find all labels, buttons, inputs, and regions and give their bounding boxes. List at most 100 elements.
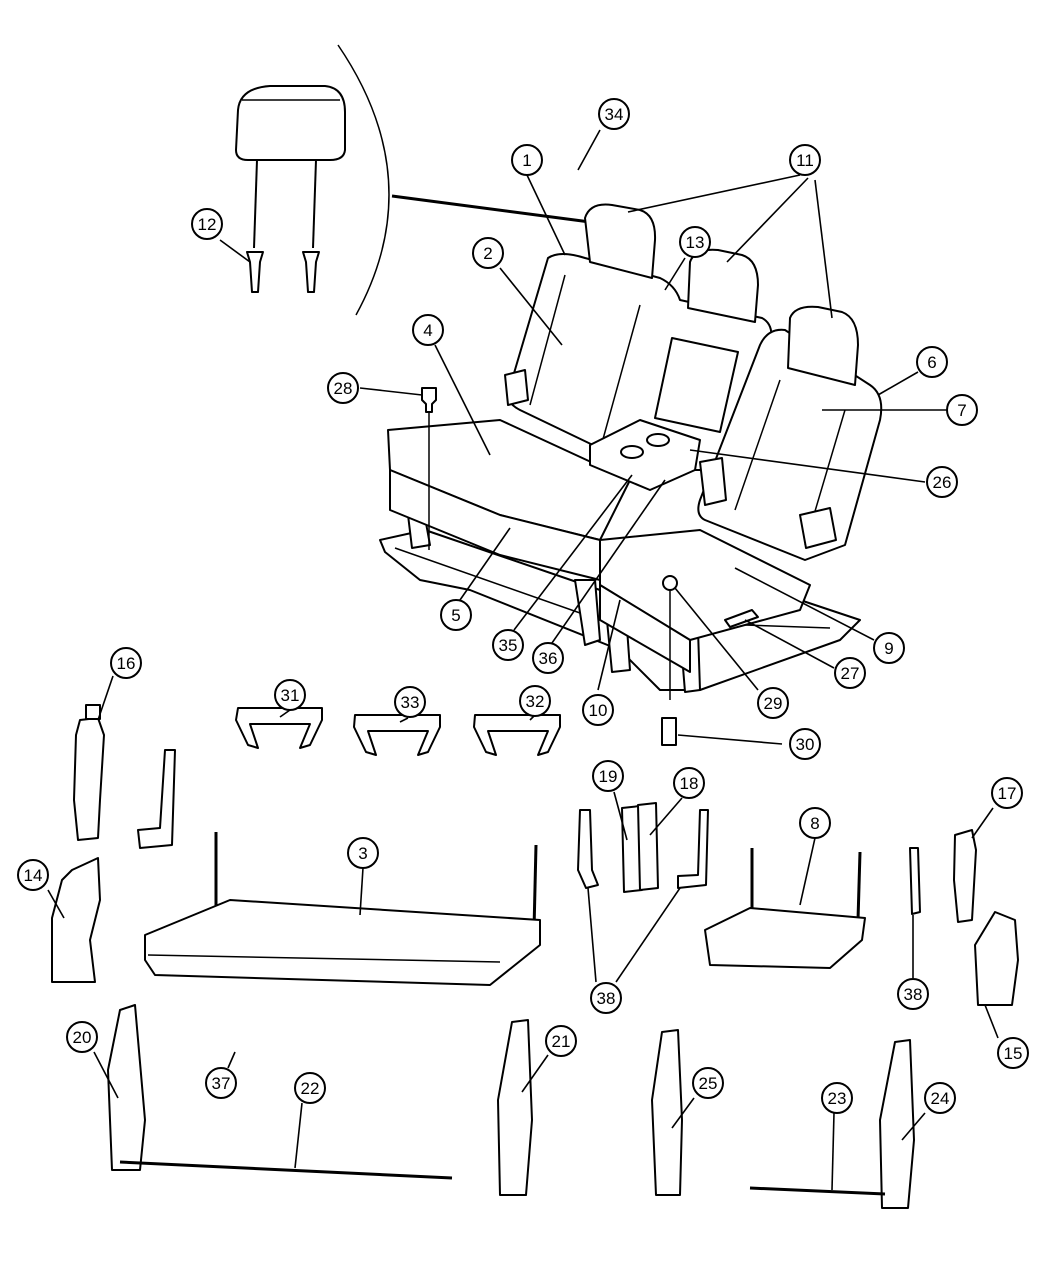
callout-25: 25 [692, 1067, 724, 1099]
callout-23: 23 [821, 1082, 853, 1114]
callout-circle [582, 694, 614, 726]
callout-circle [924, 1082, 956, 1114]
callout-2: 2 [472, 237, 504, 269]
callout-label: 12 [198, 215, 217, 234]
callout-9: 9 [873, 632, 905, 664]
leader-14 [47, 889, 65, 919]
callout-label: 21 [552, 1032, 571, 1051]
strip-38-b [677, 809, 709, 889]
callout-16: 16 [110, 647, 142, 679]
leader-9 [734, 567, 875, 641]
callout-label: 2 [483, 244, 492, 263]
callout-label: 26 [933, 473, 952, 492]
callout-3: 3 [347, 837, 379, 869]
leader-20 [93, 1051, 119, 1099]
callout-label: 28 [334, 379, 353, 398]
cover-17 [953, 829, 977, 923]
leader-3 [359, 867, 364, 916]
callout-15: 15 [997, 1037, 1029, 1069]
callout-label: 24 [931, 1089, 950, 1108]
seatback-seam-1 [529, 274, 566, 406]
callout-4: 4 [412, 314, 444, 346]
callout-label: 23 [828, 1089, 847, 1108]
callout-label: 9 [884, 639, 893, 658]
callout-8: 8 [799, 807, 831, 839]
strip-38-c [909, 847, 921, 915]
headrest-shape [235, 85, 346, 161]
callout-circle [598, 98, 630, 130]
callout-13: 13 [679, 226, 711, 258]
callout-20: 20 [66, 1021, 98, 1053]
callout-circle [440, 599, 472, 631]
callout-circle [692, 1067, 724, 1099]
callout-circle [997, 1037, 1029, 1069]
callout-18: 18 [673, 767, 705, 799]
callout-38-b: 38 [897, 978, 929, 1010]
callout-35: 35 [492, 629, 524, 661]
pivot-20 [107, 1004, 146, 1171]
callout-circle [327, 372, 359, 404]
armrest-cupholder [589, 419, 701, 491]
callout-label: 11 [796, 151, 814, 170]
callout-34: 34 [598, 98, 630, 130]
leader-38a [587, 887, 597, 983]
frame-8-post-right [856, 851, 862, 921]
leader-29 [674, 587, 759, 691]
leader-28 [359, 387, 423, 396]
callout-circle [472, 237, 504, 269]
callout-label: 27 [841, 664, 860, 683]
callout-label: 36 [539, 649, 558, 668]
headrest-post-right [312, 159, 317, 249]
leader-30 [677, 734, 783, 745]
callout-21: 21 [545, 1025, 577, 1057]
callout-circle [946, 394, 978, 426]
pivot-21 [497, 1019, 533, 1196]
leader-8 [799, 837, 816, 906]
cupholder-right [646, 433, 670, 447]
callout-circle [991, 777, 1023, 809]
leader-22 [294, 1102, 303, 1169]
headrest-post-left [253, 159, 258, 249]
callout-33: 33 [394, 686, 426, 718]
seat-assembly [379, 203, 883, 746]
leader-24 [901, 1112, 926, 1141]
callout-circle [821, 1082, 853, 1114]
leader-37 [227, 1051, 236, 1069]
callout-label: 37 [212, 1074, 231, 1093]
callout-circle [673, 767, 705, 799]
right-side-parts [909, 829, 1019, 1006]
callout-label: 1 [522, 151, 531, 170]
cover-16-tab [85, 704, 101, 720]
callout-circle [592, 760, 624, 792]
callout-label: 13 [686, 233, 705, 252]
callout-label: 4 [423, 321, 432, 340]
callout-32: 32 [519, 685, 551, 717]
callout-circle [789, 728, 821, 760]
callout-label: 35 [499, 636, 518, 655]
leader-lines [47, 129, 999, 1191]
callout-label: 6 [927, 353, 936, 372]
strip-38-a [577, 809, 599, 889]
leader-2 [499, 267, 563, 346]
callout-circle [545, 1025, 577, 1057]
headrest-center [687, 248, 759, 323]
rod-23 [749, 1186, 886, 1196]
callout-circle [926, 466, 958, 498]
leader-11c [814, 179, 833, 319]
callout-12: 12 [191, 208, 223, 240]
cushion-40-front [599, 584, 691, 673]
nut-29 [662, 575, 678, 591]
callout-28: 28 [327, 372, 359, 404]
strip-left [137, 749, 176, 849]
callout-37: 37 [205, 1067, 237, 1099]
leader-36 [551, 479, 666, 644]
callout-circle [110, 647, 142, 679]
leader-15 [984, 1004, 999, 1039]
leader-17 [971, 807, 994, 839]
callout-19: 19 [592, 760, 624, 792]
callout-label: 16 [117, 654, 136, 673]
leader-16 [97, 675, 114, 721]
callout-circle [274, 679, 306, 711]
callout-label: 7 [957, 401, 966, 420]
